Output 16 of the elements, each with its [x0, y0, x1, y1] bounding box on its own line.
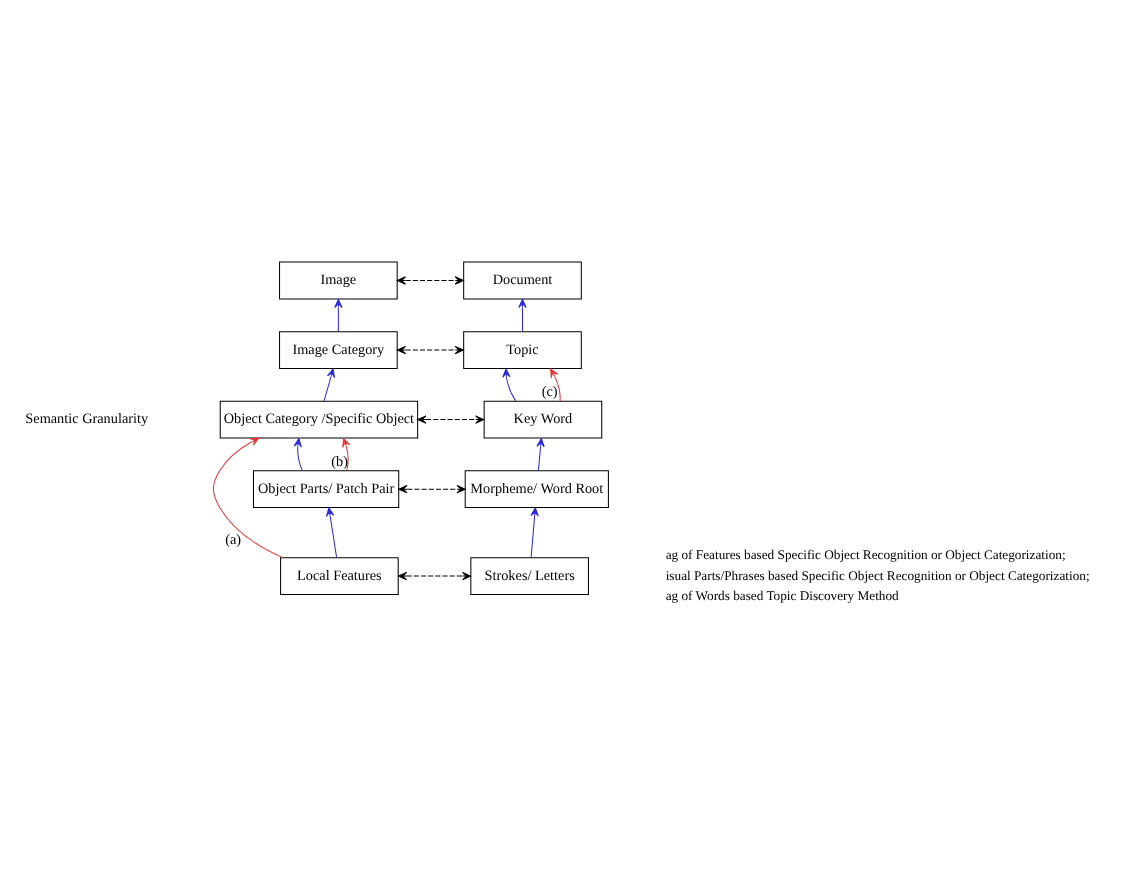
arrow [550, 368, 561, 402]
arrow [396, 345, 464, 355]
arrow [536, 437, 545, 471]
arrow [342, 437, 351, 471]
arrow [293, 437, 303, 471]
arrow [325, 507, 338, 558]
arrow [518, 298, 527, 332]
arrow [212, 437, 284, 559]
arrow [396, 276, 464, 285]
arrow [417, 415, 485, 424]
arrow [397, 571, 472, 581]
arrow [502, 368, 517, 402]
arrow [398, 484, 466, 494]
arrow [323, 368, 335, 402]
arrow [530, 507, 539, 558]
arrow [334, 298, 343, 332]
